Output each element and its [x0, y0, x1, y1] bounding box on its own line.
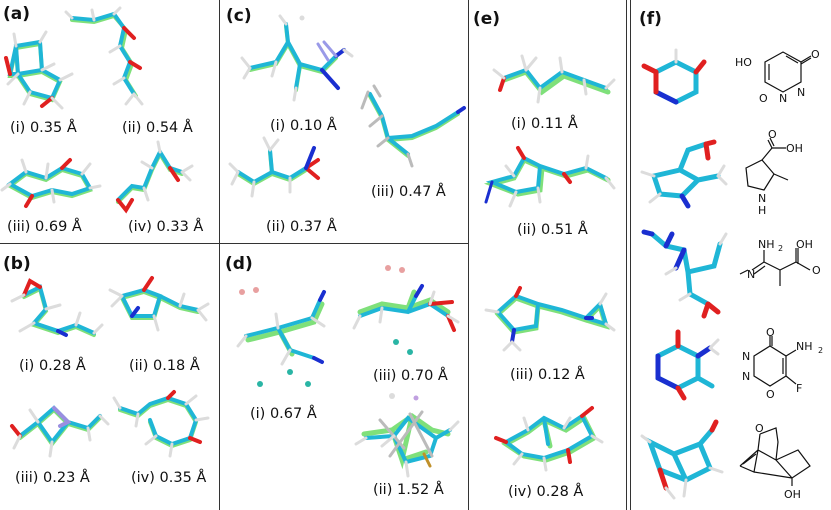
s4-o2: O	[766, 388, 775, 401]
s2-h: H	[758, 204, 766, 217]
molecule-e-ii	[483, 146, 616, 208]
caption-c-ii: (ii) 0.37 Å	[266, 219, 337, 235]
molecule-b-ii	[108, 276, 210, 332]
s1-ho: HO	[735, 56, 752, 69]
molecule-a-i	[4, 30, 74, 110]
s3-two: 2	[778, 244, 783, 253]
s5-o: O	[755, 422, 764, 435]
s4-n2: N	[742, 370, 750, 383]
molecule-d-ii	[354, 393, 460, 478]
s3-oh: OH	[796, 238, 813, 251]
s3-o: O	[812, 264, 821, 277]
divider-c-d	[219, 243, 468, 244]
structure-f-2: OH O N H	[745, 128, 803, 217]
molecule-e-iii	[484, 286, 616, 352]
molecule-f-2-render	[640, 139, 728, 209]
molecule-b-iii	[10, 405, 110, 458]
s4-o: O	[766, 326, 775, 339]
panel-f-label: (f)	[639, 9, 662, 29]
s2-oh: OH	[786, 142, 803, 155]
molecule-d-i	[236, 287, 326, 387]
molecule-f-3-render	[641, 229, 728, 319]
molecule-c-i	[240, 14, 354, 102]
molecule-d-iii	[352, 265, 460, 355]
s2-nh: N	[758, 192, 766, 205]
caption-d-i: (i) 0.67 Å	[250, 406, 317, 422]
caption-c-iii: (iii) 0.47 Å	[371, 184, 446, 200]
s3-n: N	[747, 268, 755, 281]
divider-e-f-1	[626, 0, 627, 510]
panel-a-label: (a)	[3, 4, 31, 24]
molecule-f-5-render	[640, 419, 724, 500]
panel-d-label: (d)	[225, 254, 253, 274]
s2-o: O	[768, 128, 777, 141]
s1-o2: O	[811, 48, 820, 61]
caption-e-i: (i) 0.11 Å	[511, 116, 578, 132]
molecule-c-ii	[228, 136, 320, 198]
structure-f-5: O OH	[739, 422, 811, 501]
caption-b-i: (i) 0.28 Å	[19, 358, 86, 374]
molecule-e-i	[492, 54, 616, 104]
caption-d-iii: (iii) 0.70 Å	[373, 368, 448, 384]
s4-nh2: NH	[796, 340, 813, 353]
structure-f-3: NH 2 N OH O	[739, 238, 821, 286]
caption-a-iv: (iv) 0.33 Å	[128, 219, 204, 235]
s4-two: 2	[818, 346, 823, 355]
molecule-b-iv	[112, 390, 210, 458]
divider-a-b	[0, 243, 219, 244]
molecule-f-1-render	[641, 48, 707, 105]
s3-nh2: NH	[758, 238, 775, 251]
structure-f-4: O NH 2 N N O F	[742, 326, 823, 401]
molecule-f-4-render	[655, 329, 720, 401]
s1-o: O	[759, 92, 768, 105]
molecule-e-iv	[494, 406, 604, 472]
panel-b-label: (b)	[3, 254, 31, 274]
s4-f: F	[796, 382, 802, 395]
divider-e-f-2	[630, 0, 631, 510]
molecule-a-ii	[64, 6, 144, 106]
panel-e-label: (e)	[473, 9, 501, 29]
s1-n2: N	[797, 86, 805, 99]
molecule-b-i	[10, 278, 104, 337]
caption-d-ii: (ii) 1.52 Å	[373, 482, 444, 498]
caption-b-iv: (iv) 0.35 Å	[131, 470, 207, 486]
molecule-c-iii	[360, 84, 466, 168]
caption-a-iii: (iii) 0.69 Å	[7, 219, 82, 235]
molecule-a-iii	[0, 158, 102, 208]
caption-e-iii: (iii) 0.12 Å	[510, 367, 585, 383]
s5-oh: OH	[784, 488, 801, 501]
caption-b-iii: (iii) 0.23 Å	[15, 470, 90, 486]
panel-c-label: (c)	[226, 6, 252, 26]
caption-e-iv: (iv) 0.28 Å	[508, 484, 584, 500]
caption-b-ii: (ii) 0.18 Å	[129, 358, 200, 374]
s1-n1: N	[779, 92, 787, 105]
caption-e-ii: (ii) 0.51 Å	[517, 222, 588, 238]
structure-f-1: HO O N N O	[735, 48, 820, 105]
divider-cd-e	[468, 0, 469, 510]
divider-ab-cd	[219, 0, 220, 510]
caption-c-i: (i) 0.10 Å	[270, 118, 337, 134]
caption-a-i: (i) 0.35 Å	[10, 120, 77, 136]
molecule-a-iv	[116, 140, 194, 214]
s4-n1: N	[742, 350, 750, 363]
caption-a-ii: (ii) 0.54 Å	[122, 120, 193, 136]
